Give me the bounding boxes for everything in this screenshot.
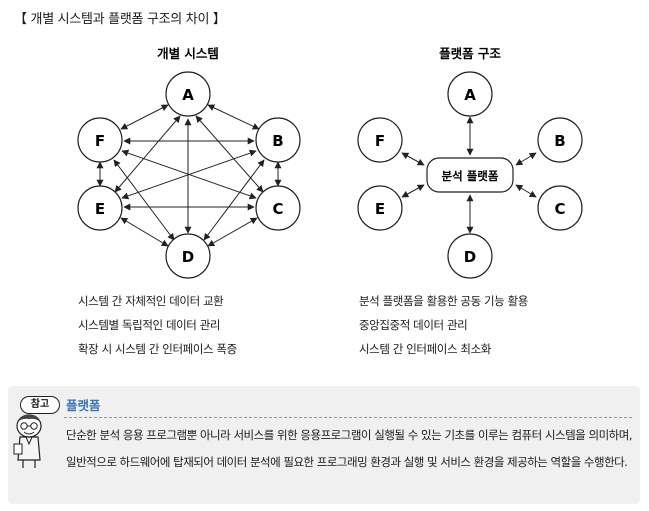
left-node-f-label: F: [95, 132, 105, 150]
edge-hub-e: [401, 184, 425, 198]
edge-hub-b: [515, 152, 537, 166]
left-captions: 시스템 간 자체적인 데이터 교환 시스템별 독립적인 데이터 관리 확장 시 …: [78, 289, 237, 361]
left-node-a: A: [165, 71, 211, 117]
left-node-e-label: E: [95, 200, 105, 218]
right-node-e: E: [357, 185, 403, 231]
right-node-a: A: [447, 71, 493, 117]
analysis-platform-hub: 분석 플랫폼: [426, 157, 514, 193]
note-body: 단순한 분석 응용 프로그램뿐 아니라 서비스를 위한 응용프로그램이 실행될 …: [66, 428, 633, 469]
right-caption-1: 분석 플랫폼을 활용한 공동 기능 활용: [359, 294, 528, 308]
teacher-mascot-icon: [13, 414, 42, 468]
right-node-c: C: [537, 185, 583, 231]
note-divider: [64, 417, 632, 418]
edge-a-f: [120, 104, 169, 130]
left-node-c-label: C: [272, 200, 283, 218]
right-caption-3: 시스템 간 인터페이스 최소화: [359, 342, 491, 356]
edge-a-b: [207, 104, 260, 130]
right-hub-edges: [401, 116, 537, 234]
right-captions: 분석 플랫폼을 활용한 공동 기능 활용 중앙집중적 데이터 관리 시스템 간 …: [359, 289, 528, 361]
right-node-f: F: [357, 117, 403, 163]
figure-title: 【 개별 시스템과 플랫폼 구조의 차이 】: [14, 12, 226, 27]
left-node-c: C: [255, 185, 301, 231]
left-caption-1: 시스템 간 자체적인 데이터 교환: [78, 294, 224, 308]
right-node-f-label: F: [375, 132, 385, 150]
left-node-b: B: [255, 117, 301, 163]
right-node-a-label: A: [464, 86, 476, 104]
right-node-c-label: C: [554, 200, 565, 218]
left-mesh-edges: [96, 104, 282, 247]
note-title: 플랫폼: [66, 398, 101, 413]
left-node-d: D: [165, 233, 211, 279]
left-node-a-label: A: [182, 86, 194, 104]
left-node-d-label: D: [182, 248, 194, 266]
edge-e-d: [120, 217, 169, 247]
note-badge: 참고: [20, 396, 60, 414]
left-node-b-label: B: [272, 132, 283, 150]
edge-b-d: [203, 159, 265, 241]
structure-diagrams: 개별 시스템 A B C D E F: [77, 46, 583, 279]
left-node-f: F: [77, 117, 123, 163]
edge-hub-c: [515, 184, 537, 198]
right-node-d: D: [447, 233, 493, 279]
right-node-e-label: E: [375, 200, 385, 218]
edge-f-d: [113, 159, 175, 241]
hub-label: 분석 플랫폼: [442, 169, 499, 183]
edge-hub-f: [401, 152, 425, 166]
edge-c-d: [207, 217, 258, 247]
right-diagram-title: 플랫폼 구조: [439, 46, 501, 61]
right-node-d-label: D: [464, 248, 476, 266]
left-node-e: E: [77, 185, 123, 231]
reference-note-box: [8, 386, 640, 504]
right-node-b-label: B: [554, 132, 565, 150]
left-diagram-title: 개별 시스템: [157, 46, 219, 61]
right-caption-2: 중앙집중적 데이터 관리: [359, 318, 468, 332]
left-caption-3: 확장 시 시스템 간 인터페이스 폭증: [78, 342, 237, 356]
left-caption-2: 시스템별 독립적인 데이터 관리: [78, 318, 221, 332]
right-node-b: B: [537, 117, 583, 163]
